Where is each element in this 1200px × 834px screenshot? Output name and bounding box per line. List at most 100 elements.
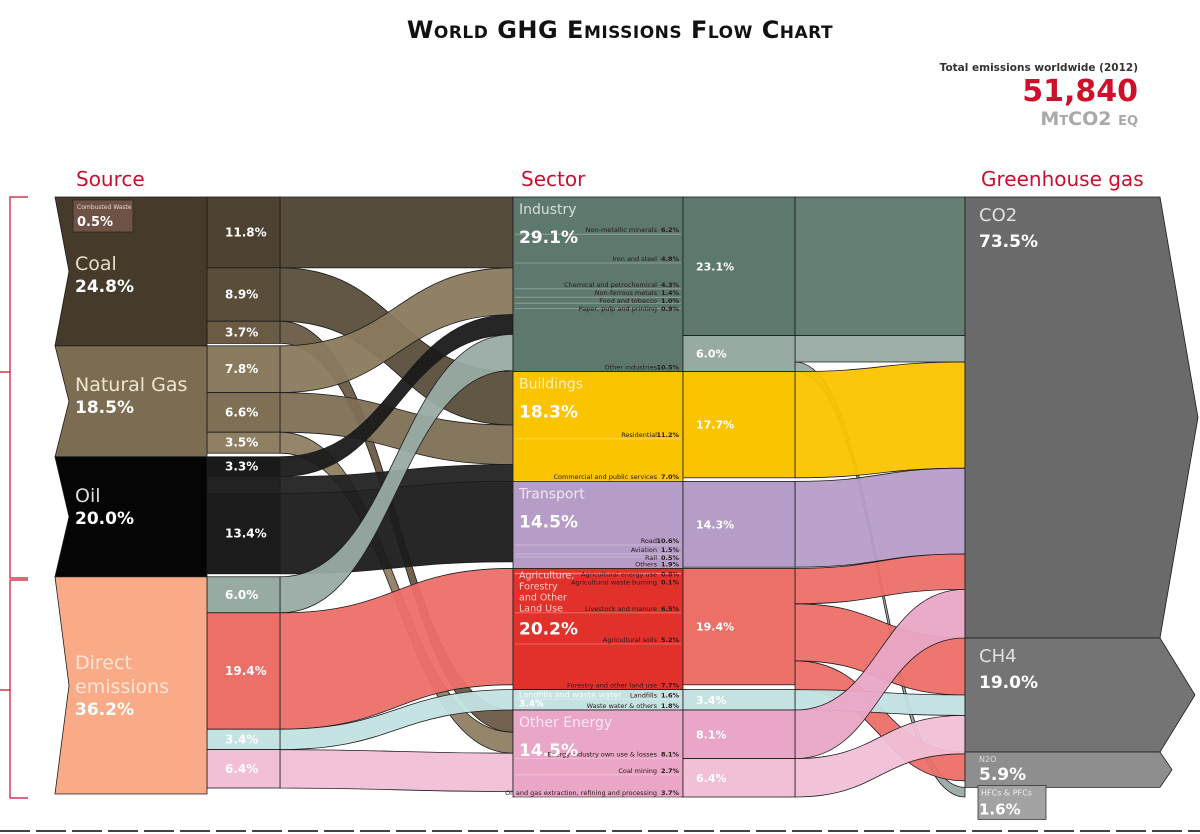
sector-pct-transport: 14.5% (519, 512, 578, 532)
source-ribbon-coal (206, 196, 281, 269)
sector-pct-afolu: 20.2% (519, 619, 578, 639)
sector-name-other: Other Energy (519, 715, 612, 731)
sector-output-label: 8.1% (696, 728, 727, 741)
sector-item-label: Coal mining (618, 767, 657, 775)
sector-output-ribbon-buildings (682, 371, 796, 479)
source-pct-gas: 18.5% (75, 398, 134, 418)
sector-output-ribbon-other (682, 709, 796, 759)
total-caption: Total emissions worldwide (2012) (939, 62, 1138, 74)
gas-name-n2o: N2O (979, 755, 996, 764)
sector-item-pct: 0.1% (661, 578, 680, 586)
sector-item-pct: 0.8% (661, 570, 680, 578)
sector-item-label: Commercial and public services (553, 473, 657, 481)
sector-item-pct: 1.0% (661, 297, 680, 305)
sector-name-afolu: Forestry (519, 581, 558, 592)
sector-item-pct: 11.2% (656, 431, 679, 439)
combusted-waste-pct: 0.5% (77, 215, 113, 230)
source-flow-label: 11.8% (225, 225, 267, 239)
gas-name-hfc: HFCs & PFCs (981, 788, 1032, 797)
sector-output-label: 3.4% (696, 694, 727, 707)
sector-item-pct: 1.5% (661, 546, 680, 554)
page-title: World GHG Emissions Flow Chart (406, 16, 834, 44)
combusted-waste-name: Combusted Waste (77, 204, 132, 211)
sector-item-pct: 6.5% (661, 605, 680, 613)
sector-name-afolu: Agriculture, (519, 570, 574, 581)
sector-item-pct: 5.2% (661, 636, 680, 644)
sector-item-pct: 1.8% (661, 702, 680, 710)
sector-item-label: Paper, pulp and printing (579, 305, 657, 313)
sector-item-label: Landfills (630, 692, 658, 700)
source-name-coal: Coal (75, 253, 117, 275)
sector-pct-other: 14.5% (519, 741, 578, 761)
sector-item-pct: 4.3% (661, 281, 680, 289)
sector-item-label: Aviation (631, 546, 657, 554)
source-flow-label: 3.7% (225, 325, 258, 339)
total-value: 51,840 (1022, 74, 1138, 109)
sector-item-label: Others (635, 560, 657, 568)
sector-pct-industry: 29.1% (519, 228, 578, 248)
direct-bracket (0, 579, 28, 799)
sector-item-label: Other industries (605, 364, 658, 372)
source-flow-label: 7.8% (225, 362, 258, 376)
source-flow-label: 6.4% (225, 762, 258, 776)
gas-header: Greenhouse gas (981, 167, 1144, 191)
sector-item-label: Waste water & others (587, 702, 658, 710)
sector-item-pct: 1.9% (661, 560, 680, 568)
gas-node-hfc (977, 785, 1047, 820)
sector-item-pct: 0.5% (661, 554, 680, 562)
source-flow-label: 6.0% (225, 588, 258, 602)
combusted-waste-box (72, 199, 134, 233)
sector-item-label: Road (641, 537, 657, 545)
sector-output-label: 14.3% (696, 518, 734, 531)
sector-output-label: 6.4% (696, 772, 727, 785)
gas-node-ch4 (964, 637, 1196, 753)
gas-pct-co2: 73.5% (979, 232, 1038, 252)
sector-node-industry (512, 196, 684, 373)
flow-industry-to-co2 (794, 335, 966, 363)
source-flow-label: 3.4% (225, 732, 258, 746)
source-ribbon-direct (206, 576, 281, 614)
source-name-oil: Oil (75, 485, 101, 507)
gas-pct-ch4: 19.0% (979, 673, 1038, 693)
flow-transport-to-co2 (794, 467, 966, 568)
sector-name-afolu: and Other (519, 592, 567, 603)
sector-output-label: 19.4% (696, 621, 734, 634)
sector-output-label: 23.1% (696, 260, 734, 273)
gas-name-co2: CO2 (979, 205, 1017, 226)
sector-output-ribbon-transport (682, 480, 796, 568)
sector-item-label: Forestry and other land use (567, 682, 657, 690)
sector-output-label: 17.7% (696, 419, 734, 432)
sector-name-industry: Industry (519, 202, 577, 218)
sector-output-ribbon-industry (682, 196, 796, 337)
sector-node-afolu (512, 568, 684, 691)
source-name-direct: emissions (75, 676, 169, 698)
flow-oil-to-transport (279, 480, 514, 575)
sector-item-pct: 10.5% (656, 364, 679, 372)
source-ribbon-gas (206, 345, 281, 393)
flow-buildings-to-co2 (794, 361, 966, 479)
sector-item-label: Non-metallic minerals (586, 226, 658, 234)
sector-pct-buildings: 18.3% (519, 403, 578, 423)
sector-item-label: Iron and steel (612, 255, 657, 263)
sector-item-label: Oil and gas extraction, refining and pro… (505, 789, 657, 797)
sector-item-label: Rail (645, 554, 657, 562)
source-node-direct (54, 576, 208, 795)
gas-node-co2 (964, 196, 1199, 639)
energy-bracket (0, 196, 28, 579)
source-name-gas: Natural Gas (75, 374, 187, 396)
sector-item-label: Chemical and petrochemical (564, 281, 657, 289)
sector-item-pct: 2.7% (661, 767, 680, 775)
source-ribbon-oil (206, 476, 281, 494)
sector-item-label: Agricultural waste burning (571, 578, 657, 586)
source-header: Source (76, 167, 145, 191)
sector-pct-landfills: 3.4% (519, 700, 544, 710)
source-flow-label: 6.6% (225, 405, 258, 419)
source-name-direct: Direct (75, 652, 132, 674)
sector-item-label: Energy industry own use & losses (547, 751, 657, 759)
sector-item-label: Food and tobacco (599, 297, 657, 305)
source-ribbon-oil (206, 492, 281, 575)
sector-item-pct: 1.4% (661, 289, 680, 297)
gas-name-ch4: CH4 (979, 646, 1017, 667)
sector-item-label: Non-ferrous metals (595, 289, 658, 297)
